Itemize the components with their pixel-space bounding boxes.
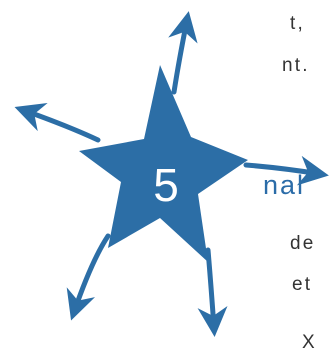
star-number: 5 — [153, 159, 179, 211]
arrow-down — [197, 247, 228, 337]
arrow-left — [14, 102, 101, 143]
arrow-right — [243, 155, 329, 186]
star-shape — [79, 65, 248, 262]
star-arrows-graphic: 5 — [14, 11, 329, 337]
body-text-line-1: t, — [290, 13, 305, 34]
body-text-line-5: et — [292, 274, 313, 295]
body-text-line-2: nt. — [282, 55, 310, 76]
section-heading-fragment: nal — [263, 170, 306, 200]
body-text-line-4: de — [290, 233, 316, 254]
arrow-up — [168, 11, 198, 95]
arrow-down-left — [66, 233, 111, 321]
